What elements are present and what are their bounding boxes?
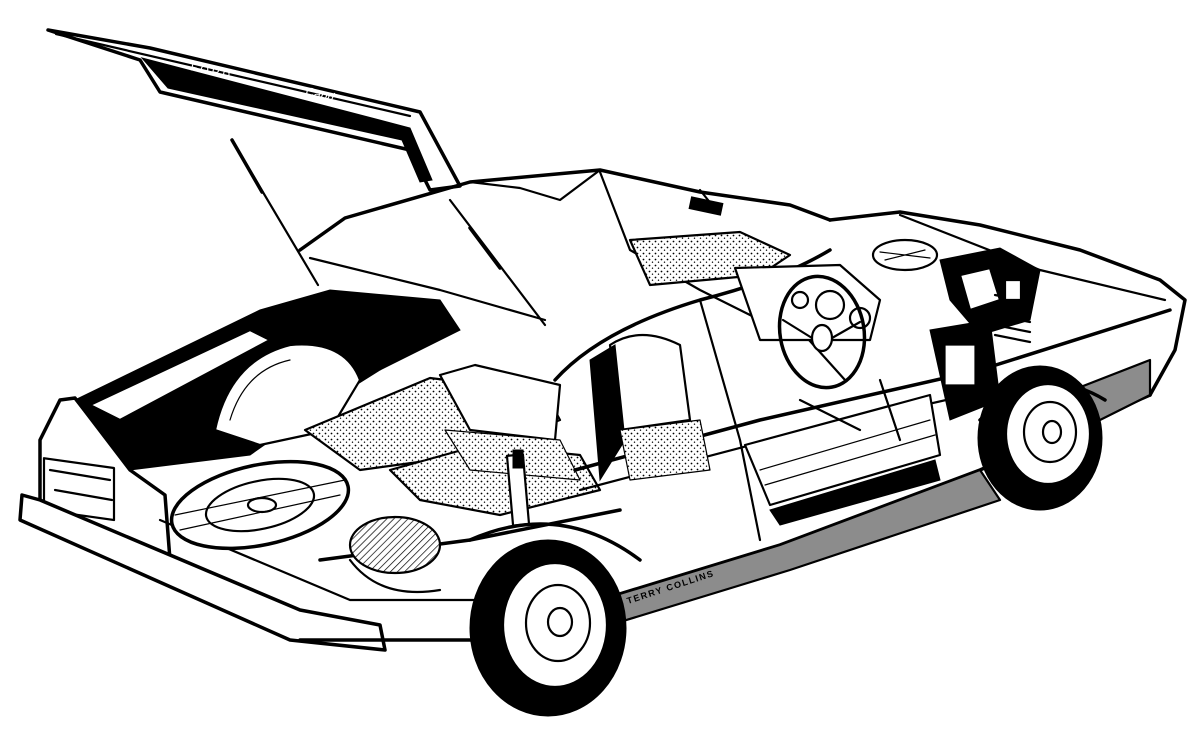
differential xyxy=(348,515,442,575)
dashboard xyxy=(628,230,902,442)
tailgate-script: Capri xyxy=(304,84,335,104)
steering-wheel xyxy=(777,274,867,390)
engine-bay xyxy=(871,238,1041,421)
rear-suspension xyxy=(318,449,622,594)
spare-wheel xyxy=(169,459,351,551)
tailgate: FORD Capri xyxy=(46,28,547,327)
front-wheel xyxy=(977,365,1107,511)
rear-wheel xyxy=(468,522,642,717)
door-frame xyxy=(743,393,942,526)
front-seat xyxy=(589,334,711,482)
front-coil-spring xyxy=(993,278,1032,344)
